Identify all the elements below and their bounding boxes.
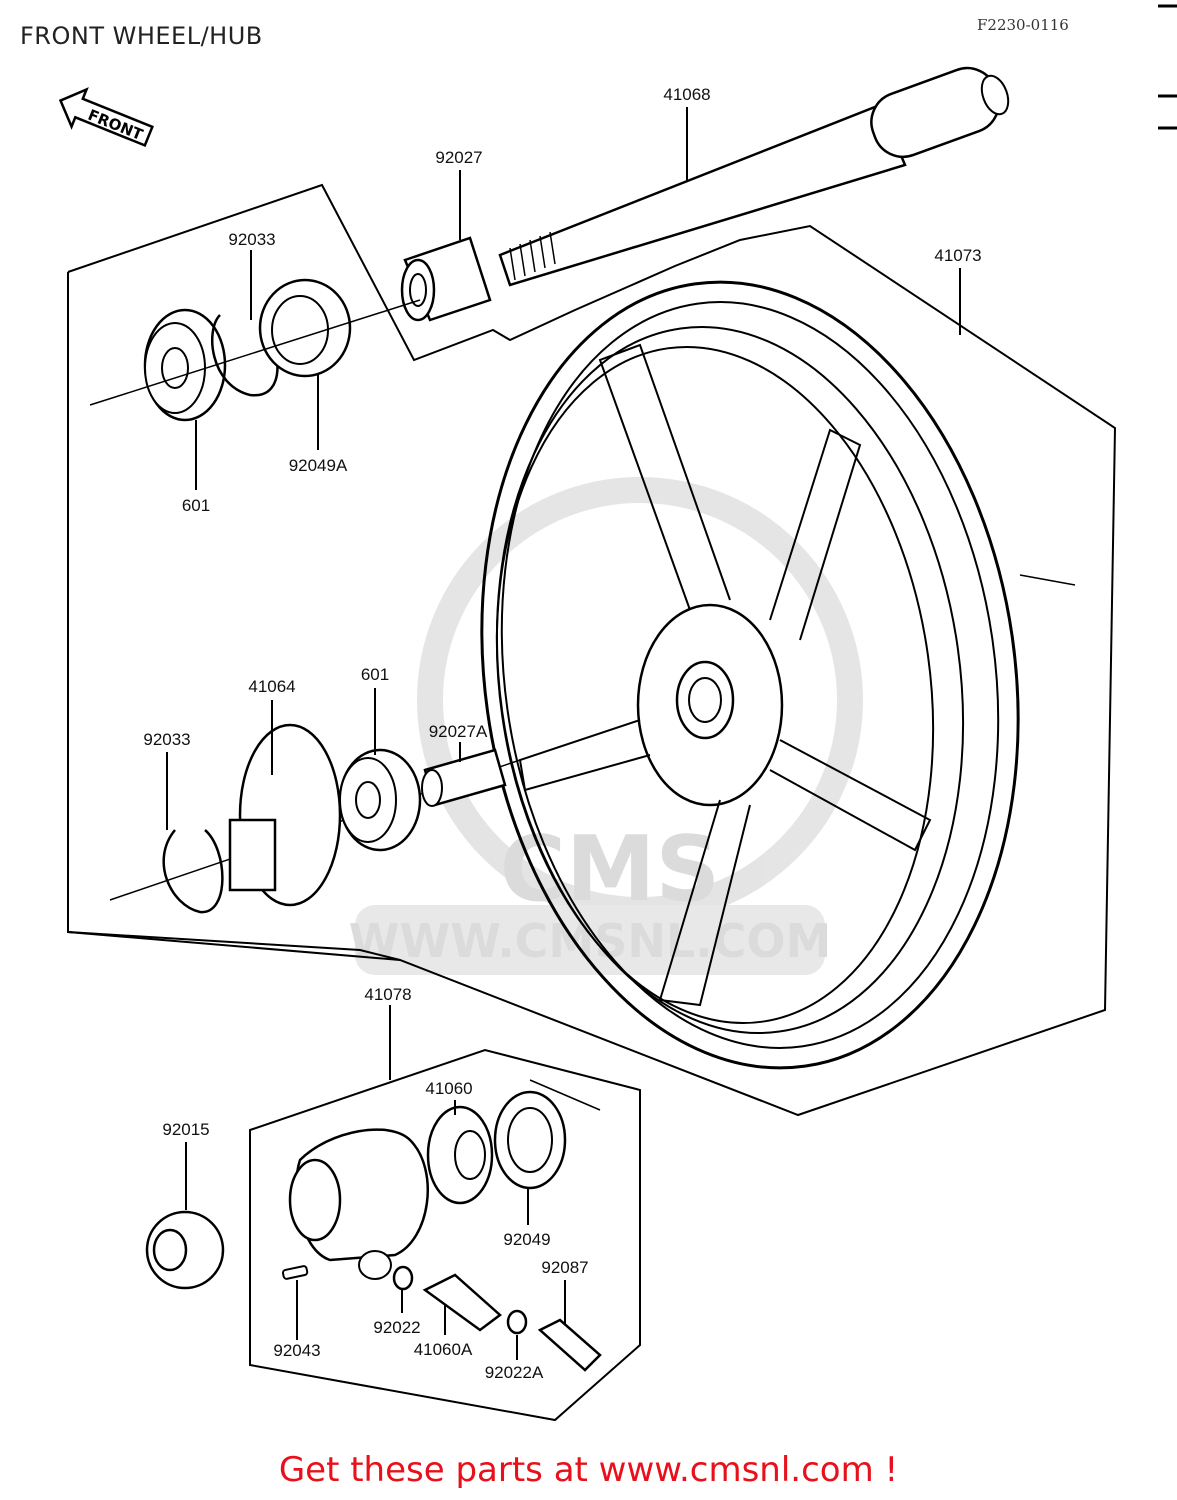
- bearing-601-mid: [338, 748, 422, 852]
- collar-92027A: [421, 748, 507, 807]
- circlip-92033-mid: [162, 829, 224, 914]
- part-label-92033-mid: 92033: [143, 730, 190, 749]
- speedometer-housing-41078: [288, 1128, 429, 1280]
- washer-92022: [392, 1265, 414, 1291]
- wheel-rim-41073: [480, 280, 1020, 1070]
- part-label-92027: 92027: [435, 148, 482, 167]
- bushing-92087: [537, 1318, 602, 1372]
- speedometer-gear-41060: [426, 1105, 494, 1205]
- part-label-41060A: 41060A: [414, 1340, 473, 1359]
- part-label-92049: 92049: [503, 1230, 550, 1249]
- leader-lines: [166, 107, 961, 1360]
- assembly-frame: [67, 183, 1117, 1117]
- front-direction-arrow: FRONT: [58, 87, 154, 148]
- diagram-ref-code: F2230-0116: [977, 16, 1069, 34]
- part-label-92033-top: 92033: [228, 230, 275, 249]
- part-label-92043: 92043: [273, 1341, 320, 1360]
- part-label-41073: 41073: [934, 246, 981, 265]
- pinion-41060A: [422, 1273, 502, 1332]
- part-label-601-mid: 601: [361, 665, 389, 684]
- part-label-92015: 92015: [162, 1120, 209, 1139]
- watermark: CMS WWW.CMSNL.COM: [349, 477, 863, 975]
- speedometer-subassembly-frame: [249, 1048, 641, 1422]
- axle-41068: [498, 66, 1010, 287]
- gear-housing-plate-41064: [228, 723, 342, 907]
- part-label-92027A: 92027A: [429, 722, 488, 741]
- oil-seal-92049A: [258, 278, 352, 378]
- part-label-92049A: 92049A: [289, 456, 348, 475]
- oil-seal-92049: [493, 1090, 567, 1190]
- alignment-arrows: [89, 299, 1076, 1111]
- watermark-logo-text: CMS: [500, 817, 720, 922]
- part-label-41064: 41064: [248, 677, 295, 696]
- part-label-41060: 41060: [425, 1079, 472, 1098]
- watermark-url: WWW.CMSNL.COM: [349, 914, 832, 968]
- part-label-601-top: 601: [182, 496, 210, 515]
- promo-footer-link[interactable]: Get these parts at www.cmsnl.com !: [278, 1450, 899, 1490]
- part-label-92022: 92022: [373, 1318, 420, 1337]
- collar-92027: [400, 236, 492, 322]
- bearing-601-top: [143, 308, 227, 422]
- axle-nut-92015: [145, 1210, 225, 1290]
- pin-92043: [281, 1265, 309, 1280]
- part-label-92022A: 92022A: [485, 1363, 544, 1382]
- part-label-92087: 92087: [541, 1258, 588, 1277]
- part-label-41078: 41078: [364, 985, 411, 1004]
- part-label-41068: 41068: [663, 85, 710, 104]
- page-title: FRONT WHEEL/HUB: [20, 22, 263, 50]
- washer-92022A: [506, 1309, 528, 1335]
